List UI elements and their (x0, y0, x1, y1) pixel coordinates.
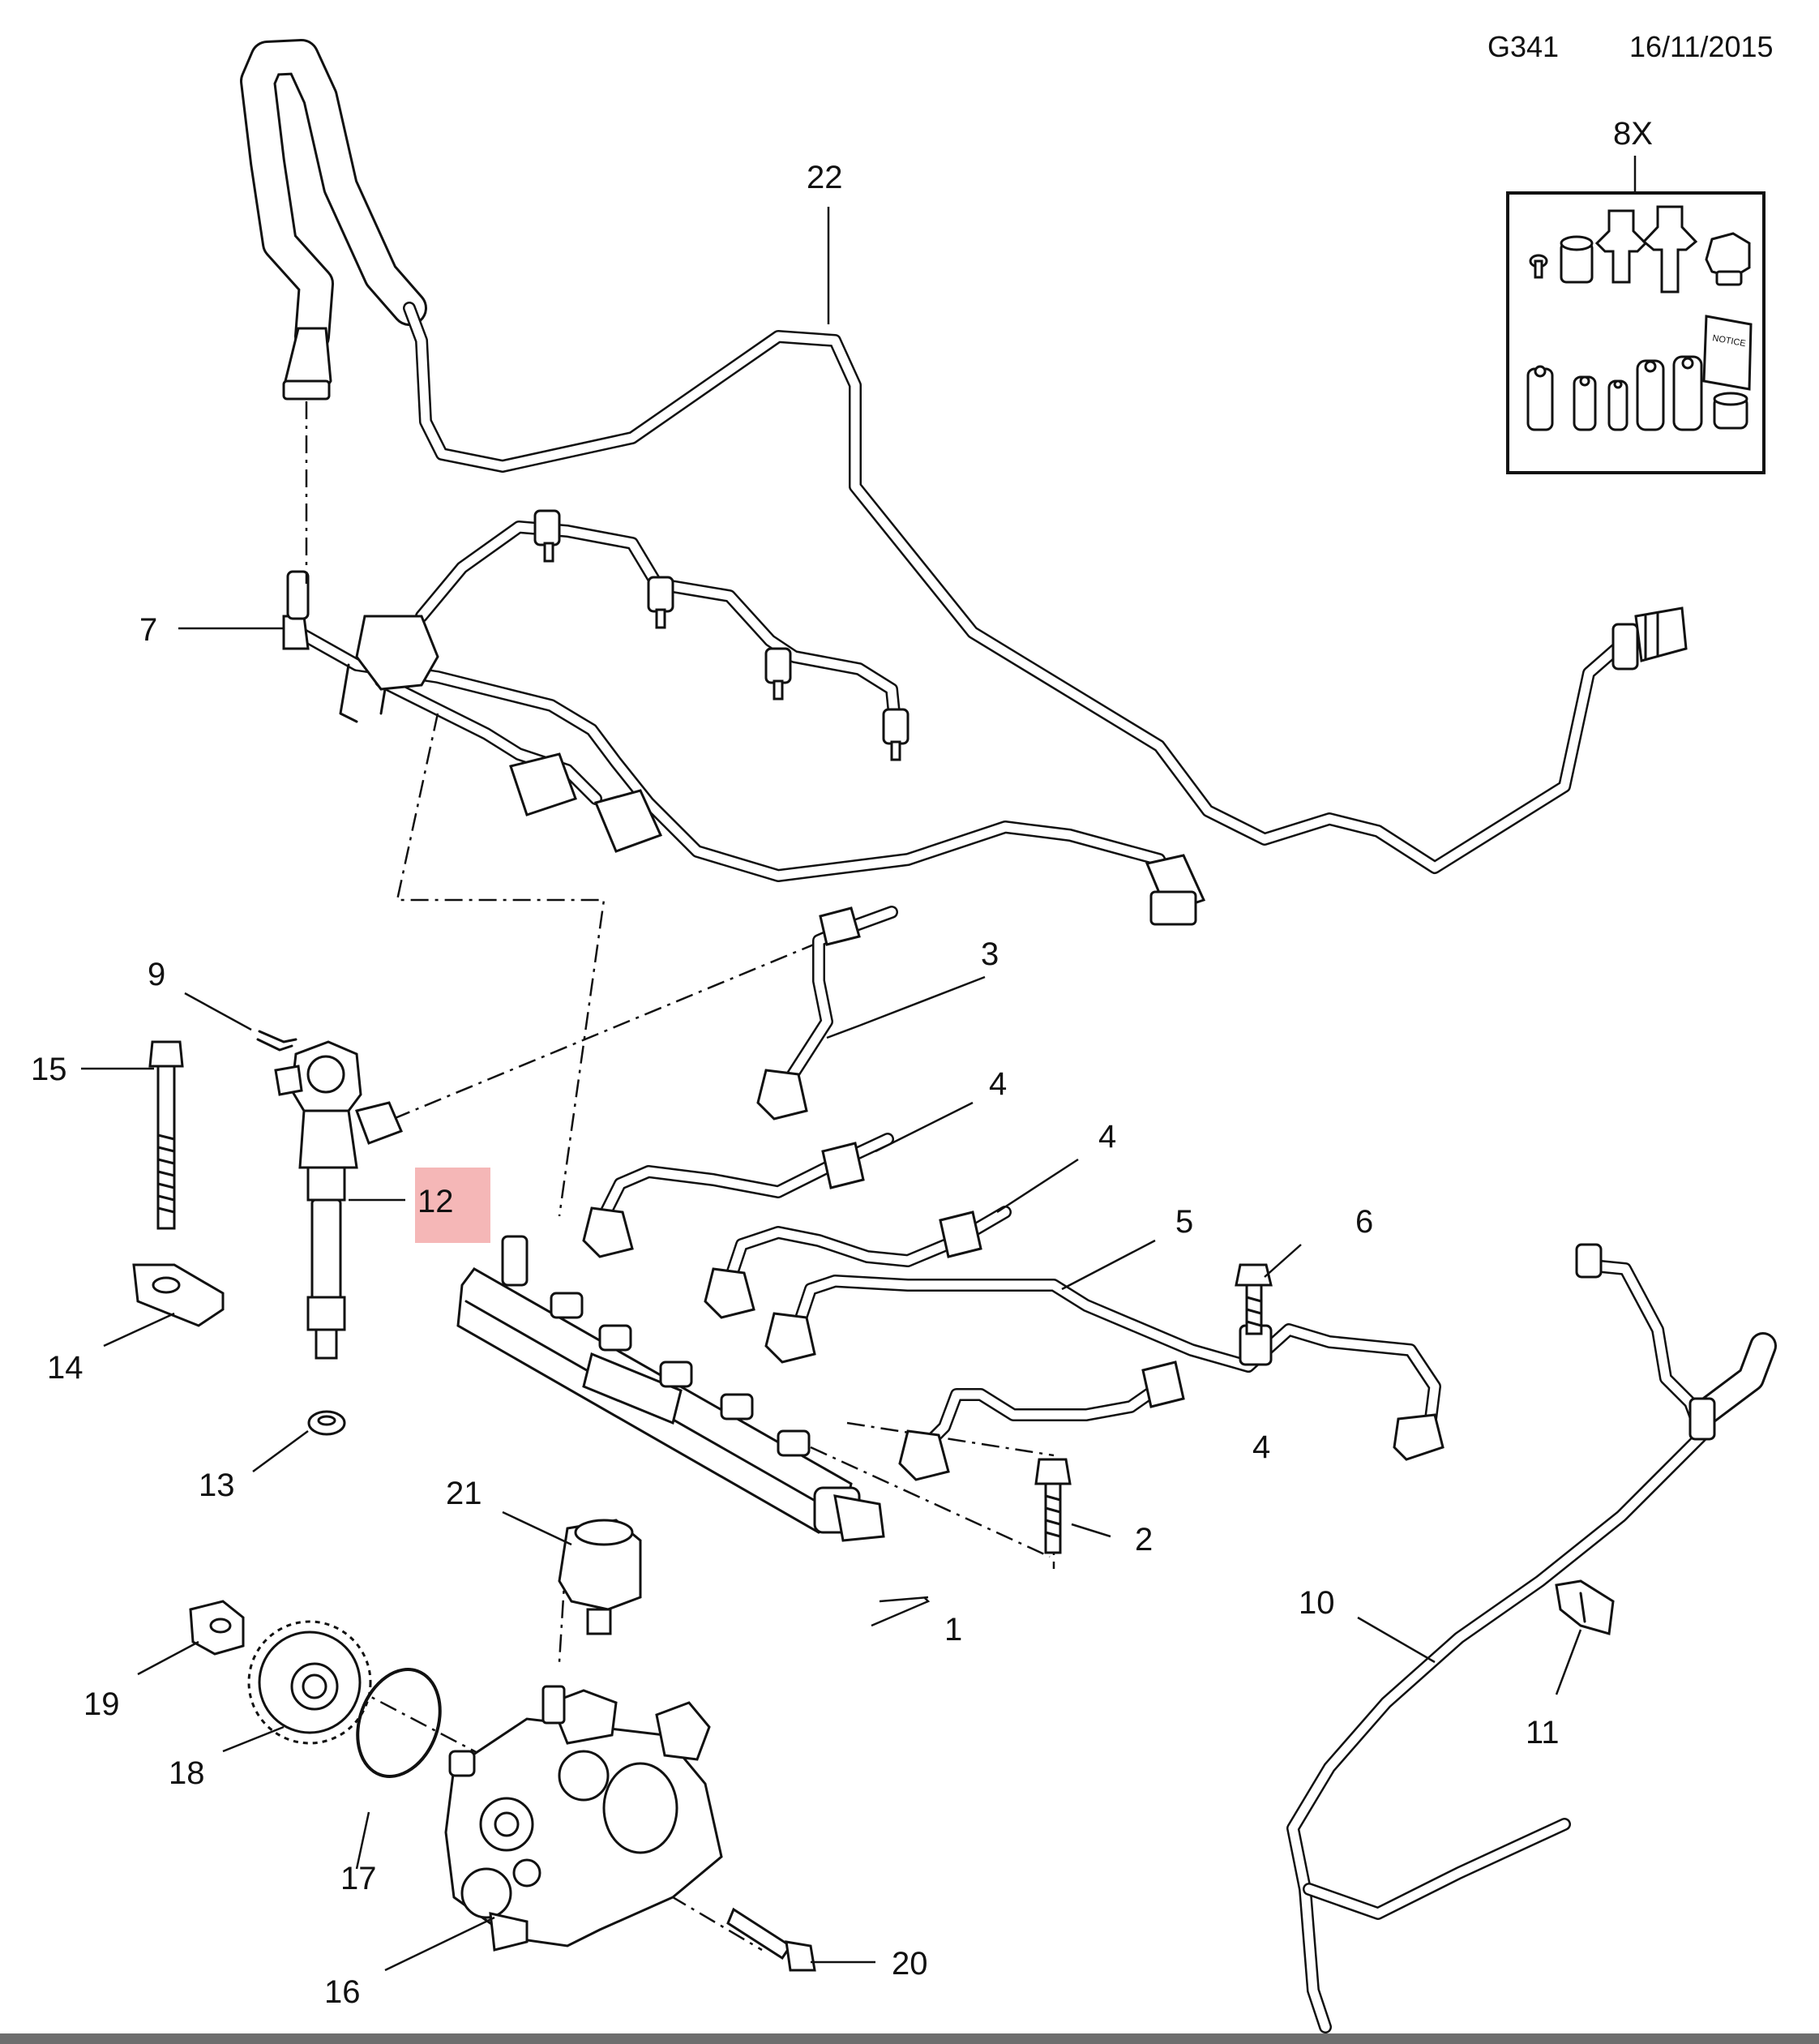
callout-labels: 1 2 3 4 4 4 5 6 7 9 10 11 12 13 14 15 16… (31, 160, 1560, 2010)
callout-7[interactable]: 7 (139, 612, 157, 648)
part-2-rail-bolt (1034, 1458, 1072, 1554)
part-21-regulator (558, 1519, 642, 1635)
part-15-clamp-bolt (148, 1040, 184, 1230)
callout-22[interactable]: 22 (807, 160, 843, 195)
callout-12[interactable]: 12 (417, 1184, 454, 1219)
callout-11[interactable]: 11 (1526, 1715, 1560, 1750)
part-13-washer (307, 1410, 346, 1436)
part-17-o-ring (356, 1668, 442, 1778)
callout-4-upper[interactable]: 4 (989, 1066, 1007, 1102)
leader-lines (81, 207, 1582, 1972)
callout-13[interactable]: 13 (199, 1468, 235, 1503)
callout-5[interactable]: 5 (1175, 1204, 1193, 1240)
diagram-code: G341 (1487, 30, 1559, 63)
callout-2[interactable]: 2 (1135, 1522, 1153, 1558)
window-bottom-scrollbar[interactable] (0, 2033, 1819, 2044)
part-1-fuel-rail (456, 1235, 885, 1542)
callout-21[interactable]: 21 (446, 1476, 482, 1511)
callout-10[interactable]: 10 (1299, 1585, 1335, 1621)
callout-16[interactable]: 16 (324, 1974, 361, 2010)
callout-20[interactable]: 20 (892, 1946, 928, 1982)
callout-4-middle[interactable]: 4 (1098, 1119, 1116, 1155)
part-19-nut (189, 1600, 245, 1656)
callout-4-lower[interactable]: 4 (1252, 1429, 1270, 1465)
callout-9[interactable]: 9 (148, 957, 165, 992)
callout-14[interactable]: 14 (47, 1350, 83, 1386)
callout-18[interactable]: 18 (169, 1755, 205, 1791)
part-10-supply-pipe (1286, 1243, 1777, 2033)
callout-6[interactable]: 6 (1355, 1204, 1373, 1240)
kit-quantity-label: 8X (1613, 116, 1653, 152)
callout-1[interactable]: 1 (944, 1612, 962, 1648)
part-6-clamp-bolt (1235, 1263, 1273, 1335)
part-3-4-5-high-pressure-pipes (582, 906, 1444, 1481)
callout-17[interactable]: 17 (340, 1861, 377, 1896)
part-22-return-hose (240, 39, 1688, 874)
callout-19[interactable]: 19 (83, 1686, 120, 1722)
part-12-injector (274, 1040, 403, 1360)
part-20-pump-bolt (726, 1907, 816, 1972)
part-9-clip (256, 1030, 297, 1052)
highlight-box-12 (415, 1168, 490, 1243)
part-16-pump (444, 1685, 723, 1952)
callout-15[interactable]: 15 (31, 1052, 67, 1087)
part-14-clamp (132, 1263, 225, 1327)
kit-small-parts: NOTICE (1526, 205, 1753, 431)
diagram-date: 16/11/2015 (1629, 30, 1774, 63)
part-7-leak-off-pipe (282, 509, 1206, 926)
part-11-pipe-clip (1555, 1579, 1615, 1635)
callout-3[interactable]: 3 (981, 936, 999, 972)
kit-8x-box: 8X NOTICE (1506, 116, 1765, 474)
part-18-gear (247, 1620, 372, 1745)
